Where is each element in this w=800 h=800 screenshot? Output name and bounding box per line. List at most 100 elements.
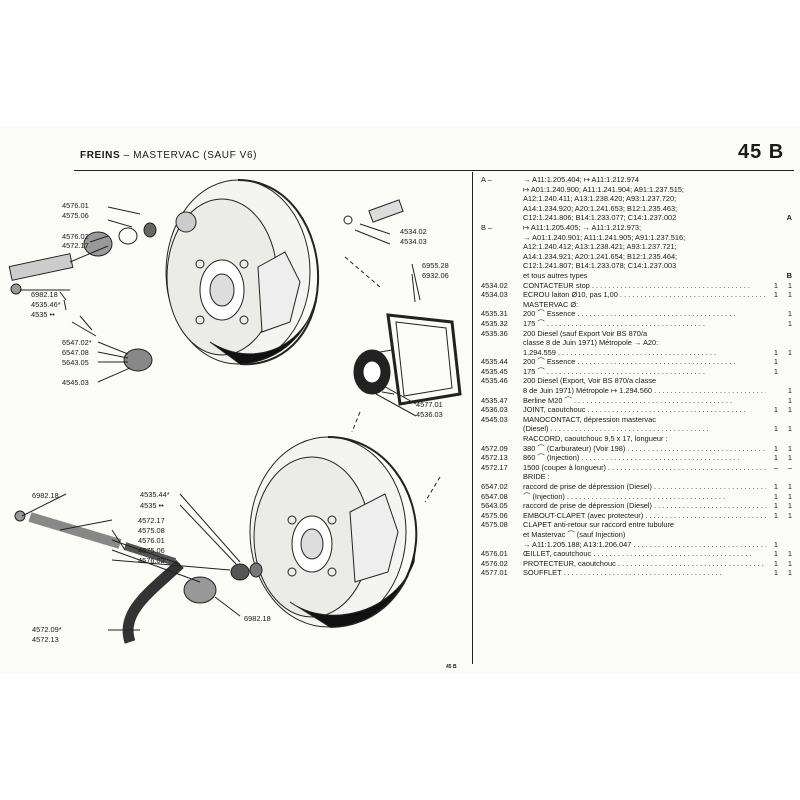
- callout-label: 4535 ••: [140, 501, 164, 510]
- part-description: 175 ⌒: [523, 319, 766, 329]
- applicability-text: ↦ A11:1.205.405; → A11:1.212.973;: [523, 222, 642, 232]
- part-reference: 4534.02: [481, 280, 508, 290]
- applicability-row: A14:1.234.920; A20:1.241.653; B12:1.235.…: [481, 204, 796, 214]
- part-quantity-a: 1: [773, 290, 778, 300]
- bellows-boot: [353, 349, 395, 395]
- exploded-diagram: [8, 179, 462, 644]
- callout-label: 4572.17: [138, 516, 165, 525]
- part-description: 1500 (couper à longueur): [523, 463, 766, 473]
- part-quantity-a: 1: [773, 549, 778, 559]
- part-quantity-b: 1: [787, 501, 792, 511]
- part-quantity-a: 1: [773, 280, 778, 290]
- part-description: SOUFFLET: [523, 568, 766, 578]
- applicability-text: et tous autres types: [523, 270, 588, 280]
- part-quantity-b: 1: [787, 309, 792, 319]
- callout-label: 4572.13: [32, 635, 59, 644]
- part-description: 175 ⌒: [523, 367, 766, 377]
- applicability-row: C12:1.241.807; B14:1.233.078; C14:1.237.…: [481, 261, 796, 271]
- part-description: 200 Diesel (Export, Voir BS 870/a classe: [523, 376, 657, 386]
- part-description: 200 Diesel (sauf Export Voir BS 870/a: [523, 328, 648, 338]
- part-row: (Diesel)11: [481, 424, 796, 434]
- part-reference: 6547.02: [481, 482, 508, 491]
- part-row: classe 8 de Juin 1971) Métropole → A20:: [481, 338, 796, 348]
- part-quantity-b: 1: [787, 386, 792, 396]
- part-quantity-a: –: [773, 462, 778, 472]
- part-row: 4535.36 200 Diesel (sauf Export Voir BS 8…: [481, 329, 796, 339]
- part-description: ŒILLET, caoutchouc: [523, 549, 766, 559]
- part-row: 4534.02 CONTACTEUR stop 11: [481, 281, 796, 291]
- applicability-row: A14:1.234.921; A20:1.241.654; B12:1.235.…: [481, 252, 796, 262]
- part-reference: 4576.02: [481, 558, 508, 568]
- page-number: 45 B: [738, 141, 785, 163]
- part-description: EMBOUT-CLAPET (avec protecteur): [523, 511, 766, 521]
- part-reference: 4572.17: [481, 462, 508, 472]
- part-quantity-a: 1: [773, 558, 778, 568]
- callout-label: 4577.01: [416, 400, 443, 409]
- part-quantity-a: 1: [773, 568, 778, 578]
- part-quantity-a: 1: [773, 539, 778, 549]
- applicability-key: A: [786, 213, 792, 223]
- applicability-row: A12:1.240.412; A13:1.238.421; A93:1.237.…: [481, 242, 796, 252]
- mastervac-booster-bottom: [249, 436, 418, 628]
- part-row: et Mastervac ⌒ (sauf Injection): [481, 530, 796, 540]
- part-description: raccord de prise de dépression (Diesel): [523, 501, 766, 511]
- part-description: 380 ⌒ (Carburateur) (Voir 198): [523, 444, 766, 454]
- part-quantity-b: –: [787, 462, 792, 472]
- part-quantity-b: 1: [787, 558, 792, 568]
- applicability-mark: A –: [481, 175, 492, 184]
- part-description: et Mastervac ⌒ (sauf Injection): [523, 529, 626, 539]
- callout-label: 4536.03: [416, 410, 443, 419]
- part-description: 8 de Juin 1971) Métropole ↦ 1.294.560: [523, 386, 766, 396]
- callout-label: 4545.03: [62, 378, 89, 387]
- part-description: RACCORD, caoutchouc 9,5 x 17, longueur :: [523, 434, 668, 444]
- header-rule: [74, 170, 794, 171]
- part-reference: 4576.01: [481, 549, 508, 559]
- part-quantity-b: 1: [787, 290, 792, 300]
- gasket-frame: [386, 313, 462, 406]
- applicability-text: ↦ A01:1.240.900; A11:1.241.904; A91:1.23…: [523, 184, 684, 194]
- part-quantity-b: 1: [787, 568, 792, 578]
- part-reference: 4545.03: [481, 414, 508, 424]
- part-description: CONTACTEUR stop: [523, 281, 766, 291]
- applicability-text: A12:1.240.412; A13:1.238.421; A93:1.237.…: [523, 242, 677, 252]
- callout-label: 6982.18: [244, 614, 271, 623]
- part-quantity-b: 1: [787, 347, 792, 357]
- applicability-text: A14:1.234.920; A20:1.241.653; B12:1.235.…: [523, 203, 678, 213]
- callout-label: 6547.02*: [62, 338, 92, 347]
- page-title: FREINS – MASTERVAC (SAUF V6): [80, 150, 257, 161]
- applicability-row: A –→ A11:1.205.404; ↦ A11:1.212.974: [481, 175, 796, 185]
- part-description: CLAPET anti-retour sur raccord entre tub…: [523, 520, 675, 530]
- callout-label: 4534.02: [400, 227, 427, 236]
- applicability-text: A12:1.240.411; A13:1.238.420; A93:1.237.…: [523, 194, 677, 204]
- part-reference: 4535.45: [481, 366, 508, 376]
- part-row: 8 de Juin 1971) Métropole ↦ 1.294.560 1: [481, 386, 796, 396]
- part-quantity-b: 1: [787, 549, 792, 559]
- callout-label: 6982.18: [31, 290, 58, 299]
- part-quantity-b: 1: [787, 280, 792, 290]
- section-subtitle: – MASTERVAC (SAUF V6): [123, 150, 258, 161]
- callout-label: 4572.09*: [32, 625, 62, 634]
- applicability-block: A –→ A11:1.205.404; ↦ A11:1.212.974↦ A01…: [481, 175, 796, 281]
- part-reference: 4536.03: [481, 405, 508, 415]
- part-reference: 6547.08: [481, 491, 508, 501]
- callout-label: 4535.44*: [140, 490, 170, 499]
- callout-label: 6932.06: [422, 271, 449, 280]
- applicability-row: B –↦ A11:1.205.405; → A11:1.212.973;: [481, 223, 796, 233]
- part-quantity-a: 1: [773, 443, 778, 453]
- part-quantity-b: 1: [787, 453, 792, 463]
- part-reference: 4535.36: [481, 328, 508, 338]
- column-divider: [472, 172, 473, 664]
- part-quantity-a: 1: [773, 405, 778, 415]
- part-quantity-a: 1: [773, 357, 778, 367]
